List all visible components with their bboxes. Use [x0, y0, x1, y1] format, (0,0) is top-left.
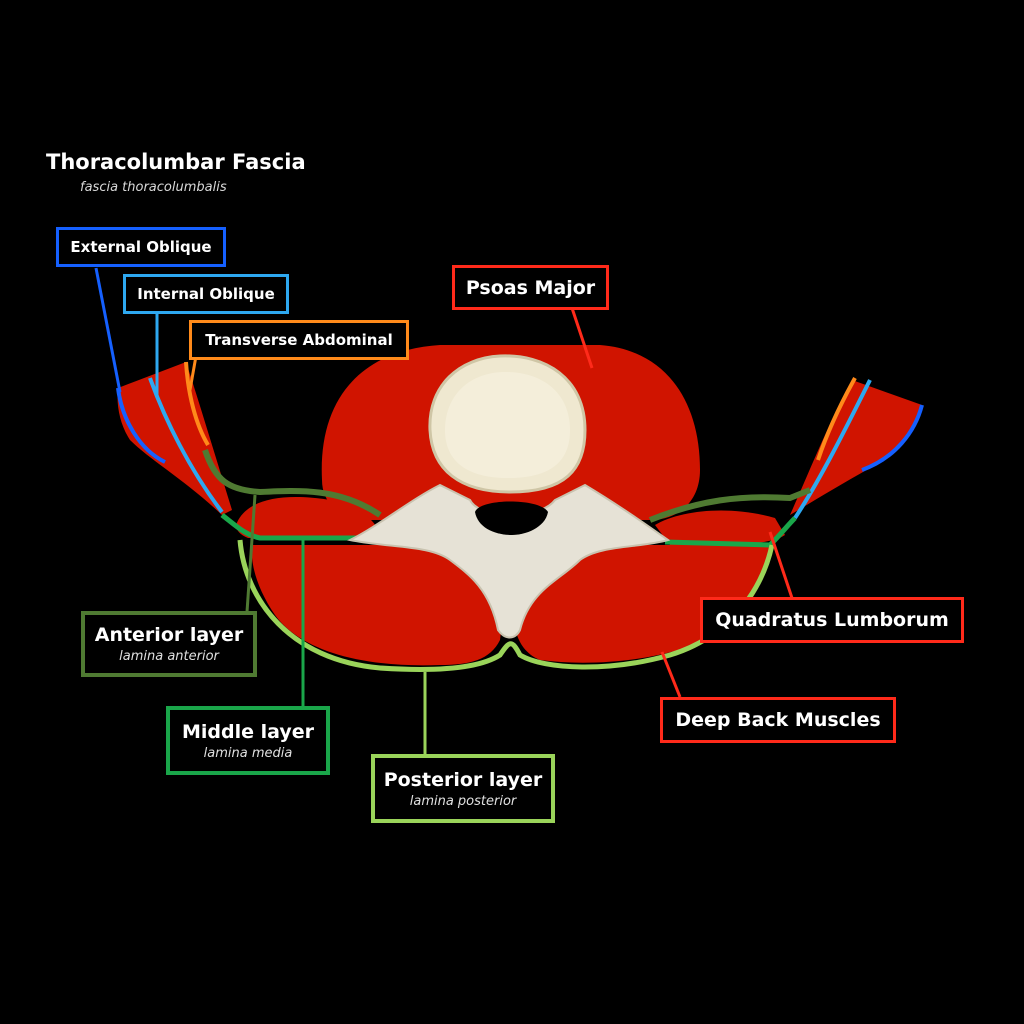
label-psoas-major: Psoas Major: [452, 265, 609, 310]
vertebral-foramen: [475, 501, 548, 535]
anterior-layer-fascia: [202, 449, 382, 518]
quadratus-lumborum-right: [655, 510, 785, 547]
leader-anterior-layer: [245, 494, 257, 613]
transverse-abdominal-left-outline: [184, 361, 210, 447]
leader-external-oblique: [94, 267, 122, 393]
abdominal-wall-right: [790, 380, 922, 515]
label-quadratus-lumborum-text: Quadratus Lumborum: [715, 609, 949, 631]
label-external-oblique: External Oblique: [56, 227, 226, 267]
label-posterior-layer-text: Posterior layer: [383, 768, 543, 791]
diagram-title: Thoracolumbar Fascia: [46, 150, 306, 174]
label-deep-back-muscles: Deep Back Muscles: [660, 697, 896, 743]
label-anterior-layer-text: Anterior layer: [94, 624, 244, 646]
leader-deep-back-muscles: [660, 651, 682, 698]
label-deep-back-muscles-text: Deep Back Muscles: [675, 709, 881, 731]
anterior-layer-fascia-right: [648, 487, 812, 523]
leader-quadratus-lumborum: [768, 531, 794, 599]
vertebral-arch: [346, 483, 671, 639]
label-quadratus-lumborum: Quadratus Lumborum: [700, 597, 964, 643]
label-posterior-layer: Posterior layer lamina posterior: [371, 754, 555, 823]
leader-psoas-major: [570, 307, 594, 369]
vertebral-body-inner: [445, 372, 570, 478]
label-middle-layer-text: Middle layer: [181, 720, 315, 743]
deep-back-muscles-left: [251, 545, 502, 666]
diagram-subtitle: fascia thoracolumbalis: [80, 180, 227, 195]
posterior-layer-fascia: [237, 539, 775, 672]
label-psoas-major-text: Psoas Major: [465, 276, 596, 299]
label-anterior-layer-latin: lamina anterior: [119, 649, 219, 664]
middle-layer-fascia: [220, 513, 360, 541]
internal-oblique-right-outline: [793, 379, 872, 520]
label-transverse-abdominal-text: Transverse Abdominal: [205, 331, 393, 349]
label-middle-layer-latin: lamina media: [203, 745, 293, 761]
label-internal-oblique-text: Internal Oblique: [137, 285, 275, 303]
label-internal-oblique: Internal Oblique: [123, 274, 289, 314]
transverse-abdominal-right-outline: [816, 377, 857, 461]
label-middle-layer: Middle layer lamina media: [166, 706, 330, 775]
external-oblique-right-outline: [861, 404, 924, 472]
quadratus-lumborum-left: [236, 497, 380, 538]
leader-transverse-abdominal: [188, 355, 198, 391]
label-posterior-layer-latin: lamina posterior: [409, 793, 517, 809]
label-external-oblique-text: External Oblique: [70, 238, 212, 256]
label-transverse-abdominal: Transverse Abdominal: [189, 320, 409, 360]
label-anterior-layer: Anterior layer lamina anterior: [81, 611, 257, 677]
external-oblique-left-outline: [116, 387, 166, 464]
